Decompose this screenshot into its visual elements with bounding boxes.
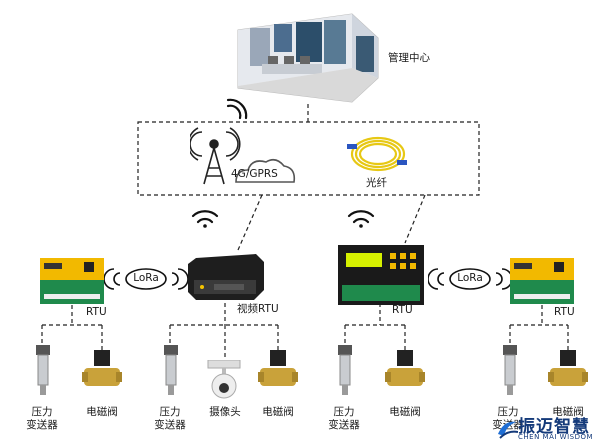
pressure-transmitter-label-2: 压力 变送器 xyxy=(154,406,186,431)
rtu-device-right xyxy=(510,258,574,304)
logo-cn-text: 振迈智慧 xyxy=(518,417,590,437)
camera-icon xyxy=(207,360,241,399)
video-rtu-device xyxy=(188,254,264,300)
pressure-transmitter-label-3: 压力 变送器 xyxy=(328,406,360,431)
cellular-label: 4G/GPRS xyxy=(231,168,278,180)
rtu-device-left xyxy=(40,258,104,304)
rtu-device-center xyxy=(338,245,424,305)
pressure-transmitter-icon xyxy=(164,345,178,395)
fiber-label: 光纤 xyxy=(366,177,387,189)
solenoid-valve-icon xyxy=(385,350,425,386)
fiber-coil-icon xyxy=(347,136,407,172)
rtu-center-label: RTU xyxy=(392,304,413,316)
brand-logo: 振迈智慧 CHEN MAI WISDOM xyxy=(496,412,600,444)
lora-left-label: LoRa xyxy=(133,272,159,284)
solenoid-valve-icon xyxy=(82,350,122,386)
lora-right-label: LoRa xyxy=(457,272,483,284)
lora-link-left xyxy=(104,268,188,290)
control-center-label: 管理中心 xyxy=(388,52,430,64)
pressure-transmitter-icon xyxy=(338,345,352,395)
rtu-left-label: RTU xyxy=(86,306,107,318)
video-rtu-label: 视频RTU xyxy=(237,303,279,315)
pressure-transmitter-icon xyxy=(503,345,517,395)
wave-logo-icon xyxy=(498,421,518,439)
wifi-icon xyxy=(347,210,375,228)
solenoid-valve-label-1: 电磁阀 xyxy=(86,406,118,418)
solenoid-valve-label-3: 电磁阀 xyxy=(389,406,421,418)
solenoid-valve-label-2: 电磁阀 xyxy=(262,406,294,418)
solenoid-valve-icon xyxy=(548,350,588,386)
logo-en-text: CHEN MAI WISDOM xyxy=(518,433,594,441)
control-center-illustration xyxy=(237,13,379,103)
rtu-right-label: RTU xyxy=(554,306,575,318)
camera-label: 摄像头 xyxy=(209,406,241,418)
wifi-icon xyxy=(191,210,219,228)
cell-tower-icon xyxy=(190,127,296,185)
pressure-transmitter-label-1: 压力 变送器 xyxy=(26,406,58,431)
lora-link-right xyxy=(428,268,512,290)
solenoid-valve-label-4: 电磁阀 xyxy=(552,406,584,418)
pressure-transmitter-icon xyxy=(36,345,50,395)
wifi-icon xyxy=(226,98,248,120)
solenoid-valve-icon xyxy=(258,350,298,386)
